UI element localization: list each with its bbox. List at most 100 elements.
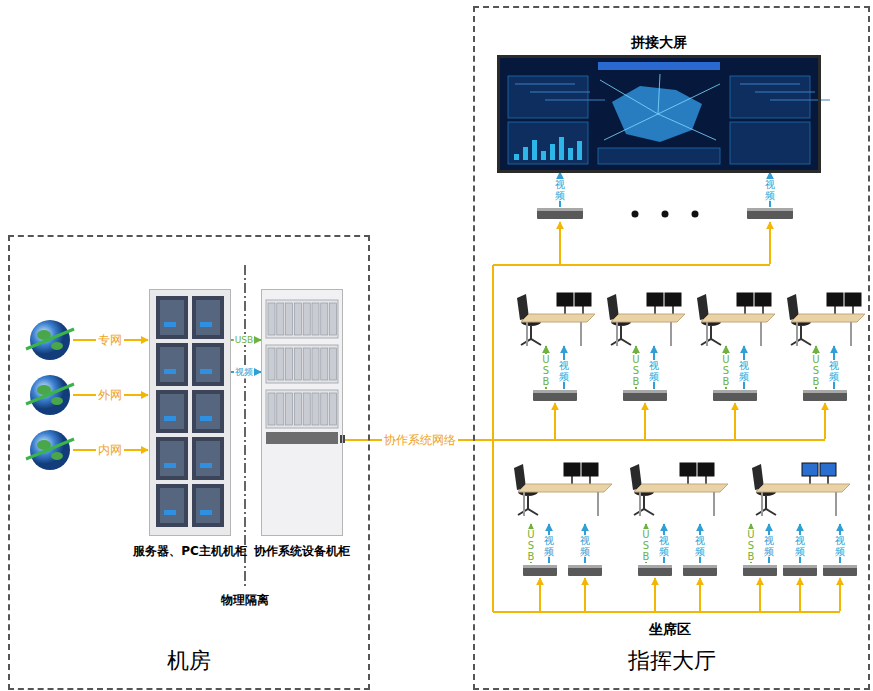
monitor <box>820 463 836 476</box>
signal-label: 视频 <box>695 535 705 557</box>
monitor-stand <box>672 306 674 314</box>
chair-base <box>518 509 538 515</box>
monitor-stand <box>827 476 829 484</box>
screen-row <box>770 100 830 101</box>
network-arrow <box>699 578 701 611</box>
desk-leg <box>523 492 525 516</box>
signal-label: USB <box>811 354 821 387</box>
screen-row <box>740 84 800 85</box>
globe-swoosh <box>26 329 74 349</box>
network-arrow <box>654 578 656 611</box>
desk-leg <box>639 492 641 516</box>
chair-base <box>791 339 811 345</box>
monitor <box>755 293 771 306</box>
monitor-stand <box>582 306 584 314</box>
signal-label: 视频 <box>659 535 669 557</box>
chair-stem <box>643 495 645 509</box>
server-led <box>164 322 176 327</box>
isolation-line <box>244 265 246 588</box>
monitor-stand <box>589 476 591 484</box>
edge-label: 视频 <box>234 366 254 379</box>
module-card <box>321 348 328 380</box>
desk-top <box>701 314 775 322</box>
server-led <box>164 416 176 421</box>
monitor-stand <box>852 306 854 314</box>
network-wire <box>493 611 840 613</box>
annotation-label: 物理隔离 <box>219 592 271 609</box>
screen-header <box>598 62 720 70</box>
node-label: 协作系统设备机柜 <box>254 543 350 560</box>
signal-label: 视频 <box>829 360 839 382</box>
signal-label: 视频 <box>544 535 554 557</box>
network-arrow <box>559 222 561 264</box>
chair-stem <box>527 495 529 509</box>
desk-top <box>756 484 850 492</box>
module-card <box>303 348 310 380</box>
receiver-box <box>783 565 817 576</box>
chair-base <box>756 509 776 515</box>
region-title: 指挥大厅 <box>628 646 716 676</box>
server-face <box>160 300 184 335</box>
signal-label: 视频 <box>580 535 590 557</box>
server-led <box>200 416 212 421</box>
receiver-top <box>743 565 777 568</box>
network-arrow <box>734 403 736 439</box>
receiver-box <box>533 390 577 401</box>
server-face <box>160 347 184 382</box>
shelf <box>266 300 338 338</box>
desk-leg <box>670 322 672 346</box>
screen-bar <box>577 141 582 160</box>
receiver-top <box>683 565 717 568</box>
receiver-box <box>683 565 717 576</box>
server-led <box>200 510 212 515</box>
module-card <box>312 303 319 335</box>
desk-leg <box>526 322 528 346</box>
cabinet-body <box>150 290 230 535</box>
server-face <box>196 394 220 429</box>
ellipsis-dot <box>632 211 639 218</box>
region-box: 拼接大屏指挥大厅 <box>475 8 868 688</box>
receiver-box <box>713 390 757 401</box>
desk-leg <box>796 322 798 346</box>
screen-row <box>755 92 815 93</box>
screen-bar <box>523 147 528 160</box>
server-face <box>160 394 184 429</box>
network-wire <box>492 265 494 612</box>
annotation-label: 内网 <box>96 442 124 459</box>
server-unit <box>156 390 188 433</box>
screen-link <box>658 114 716 140</box>
signal-label: USB <box>541 354 551 387</box>
module-card <box>330 303 337 335</box>
server-face <box>160 441 184 476</box>
module-card <box>312 393 319 425</box>
monitor <box>737 293 753 306</box>
desk-leg <box>850 322 852 346</box>
annotation-label: 坐席区 <box>647 621 693 639</box>
module-card <box>286 393 293 425</box>
globe-land <box>51 452 63 460</box>
monitor-stand <box>654 306 656 314</box>
monitor-stand <box>687 476 689 484</box>
server-led <box>200 369 212 374</box>
receiver-box <box>747 208 793 219</box>
server-unit <box>192 296 224 339</box>
screen-bar <box>541 151 546 160</box>
module-card <box>268 348 275 380</box>
server-face <box>196 441 220 476</box>
annotation-label: 专网 <box>96 332 124 349</box>
receiver-top <box>623 390 667 393</box>
receiver-box <box>823 565 857 576</box>
server-unit <box>156 484 188 527</box>
monitor <box>647 293 663 306</box>
screen-link <box>600 80 658 114</box>
shelf <box>266 345 338 383</box>
desk-leg <box>760 322 762 346</box>
monitor <box>827 293 843 306</box>
region-box: 服务器、PC主机机柜协作系统设备机柜机房 <box>10 237 368 688</box>
chair-stem <box>530 325 532 339</box>
desk-leg <box>835 492 837 516</box>
module-card <box>277 348 284 380</box>
screen-row <box>545 100 605 101</box>
network-arrow <box>839 578 841 611</box>
